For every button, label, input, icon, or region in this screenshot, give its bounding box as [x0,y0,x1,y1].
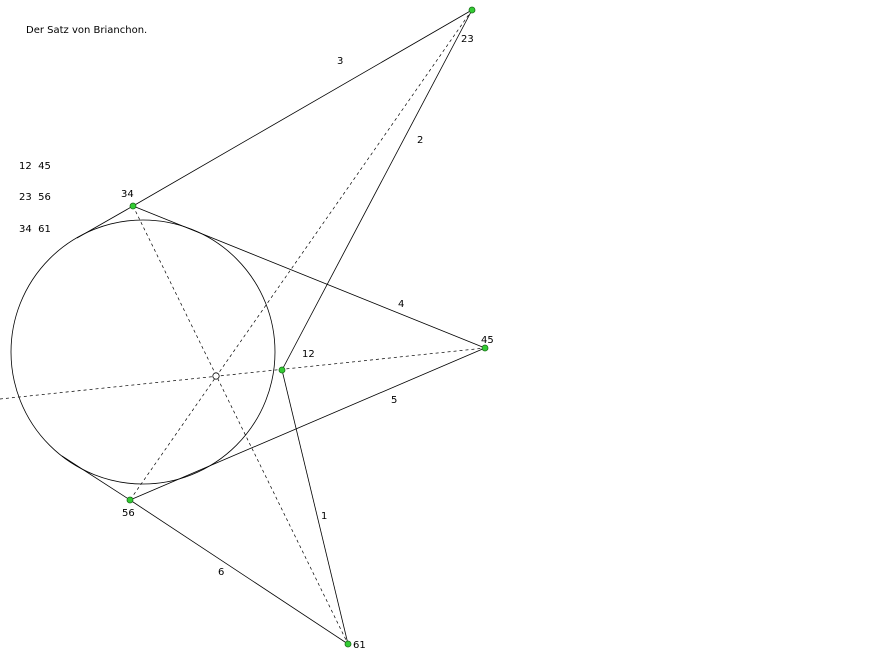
pair-row-3: 34 61 [19,224,51,235]
side-1-label: 1 [321,511,327,522]
vertex-61-point[interactable] [344,640,352,648]
side-2-line [281,9,473,371]
vertex-45-point[interactable] [481,344,489,352]
side-3-line [132,9,473,207]
side-4-label: 4 [398,299,404,310]
pair-1-b: 45 [38,161,51,172]
pair-2-b: 56 [38,192,51,203]
inscribed-circle [10,219,276,485]
side-4-line [132,205,486,349]
diagonals [0,9,486,645]
vertex-45-label: 45 [481,335,494,346]
pair-3-b: 61 [38,224,51,235]
vertex-34-label: 34 [121,189,134,200]
vertex-61-label: 61 [353,640,366,651]
pair-1-a: 12 [19,161,32,172]
pair-row-2: 23 56 [19,192,51,203]
vertex-labels: 12 23 34 45 56 61 [121,34,494,651]
side-3-extension [76,205,134,239]
side-1-line [281,369,349,645]
side-3-label: 3 [337,56,343,67]
diagram-title: Der Satz von Brianchon. [26,25,148,36]
pair-row-1: 12 45 [19,161,51,172]
side-labels: 1 2 3 4 5 6 [218,56,423,578]
vertex-12-label: 12 [302,349,315,360]
side-5-line [129,347,486,501]
vertex-12-point[interactable] [278,366,286,374]
vertex-points [126,6,489,648]
side-6-line [129,499,349,645]
pair-2-a: 23 [19,192,32,203]
vertex-34-point[interactable] [129,202,137,210]
side-6-label: 6 [218,567,224,578]
vertex-56-label: 56 [122,508,135,519]
pair-3-a: 34 [19,224,32,235]
vertex-23-point[interactable] [468,6,476,14]
vertex-56-point[interactable] [126,496,134,504]
brianchon-point[interactable] [212,372,220,380]
diagonal-34-61 [132,205,349,645]
diagonal-12-45 [0,347,486,400]
side-2-label: 2 [417,135,423,146]
vertex-23-label: 23 [461,34,474,45]
side-5-label: 5 [391,395,397,406]
hexagon-sides [61,9,486,645]
side-6-extension [61,455,131,501]
